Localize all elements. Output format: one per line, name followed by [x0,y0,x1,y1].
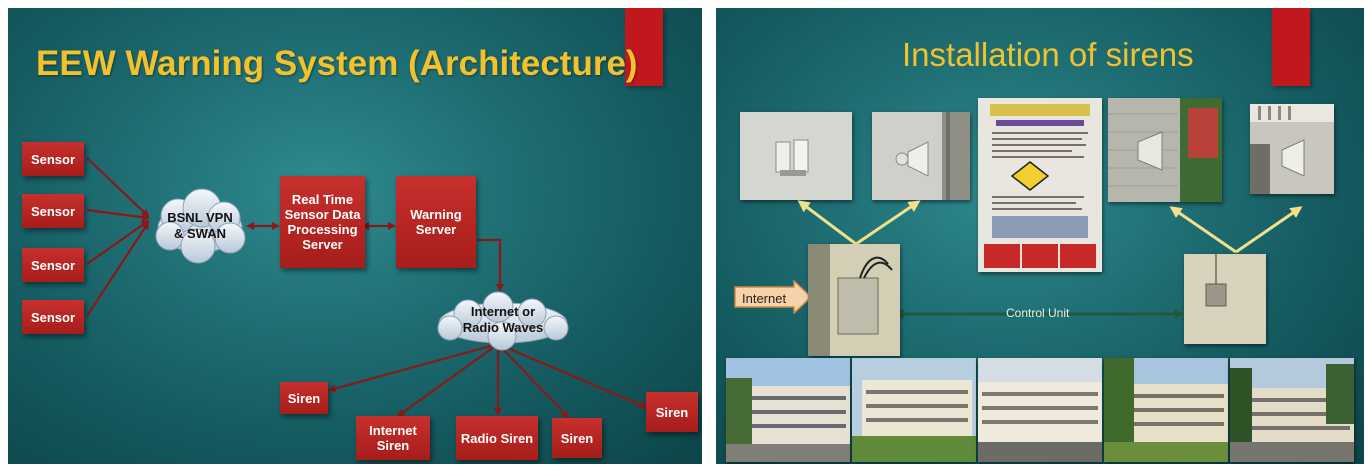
sensor-link-2 [86,208,150,222]
siren-photo-image [872,112,970,200]
sensor-box: Sensor [22,248,84,282]
siren-box: Siren [552,418,602,458]
internet-arrow-shape [734,279,813,315]
siren-photo [1108,98,1222,202]
building-photo-image [978,358,1102,462]
internet-cloud-label: Internet or Radio Waves [462,304,544,335]
siren-box: Siren [280,382,328,414]
architecture-slide: EEW Warning System (Architecture) [8,8,702,464]
internet-arrow: Internet [734,279,813,315]
link-siren-left [328,342,499,393]
building-photo [852,358,976,462]
siren-photo [740,112,852,200]
building-photo [978,358,1102,462]
warning-server-box: Warning Server [396,176,476,268]
cloud-shape [155,188,246,264]
connector-lines [86,157,647,419]
processing-server-box: Real Time Sensor Data Processing Server [280,176,365,268]
building-photo-image [1230,358,1354,462]
building-photo [1104,358,1228,462]
building-photo [1230,358,1354,462]
slide-title: EEW Warning System (Architecture) [36,44,638,83]
control-unit-photo [1184,254,1266,344]
warning-internet-link [477,238,504,292]
slide-accent-bar [1272,8,1310,86]
safety-poster-image [978,98,1102,272]
siren-photo-image [1108,98,1222,202]
siren-box: Siren [646,392,698,432]
building-photo [726,358,850,462]
control-to-siren-arrow [797,200,857,246]
control-unit-photo-image [1184,254,1266,344]
sensor-link-1 [86,157,150,218]
radio-siren-box: Radio Siren [456,416,538,460]
siren-photo [872,112,970,200]
slide-title: Installation of sirens [902,36,1194,73]
siren-photo [1250,104,1334,194]
link-siren-mid [497,343,570,419]
building-photo-image [726,358,850,462]
installation-arrows [797,200,1303,319]
sensor-link-4 [86,221,150,317]
control-to-siren-arrow [1235,206,1303,254]
internet-label: Internet [742,291,787,306]
sensor-box: Sensor [22,300,84,334]
control-unit-photo-image [808,244,900,356]
building-photo-image [852,358,976,462]
safety-poster [978,98,1102,272]
internet-cloud: Internet or Radio Waves [428,290,578,352]
building-photo-image [1104,358,1228,462]
link-siren-right [497,342,647,409]
slide-accent-bar [625,8,663,86]
siren-photo-image [1250,104,1334,194]
cloud-shape [437,291,569,351]
network-cloud: BSNL VPN & SWAN [148,184,252,268]
sensor-box: Sensor [22,194,84,228]
control-unit-photo [808,244,900,356]
network-cloud-label: BSNL VPN & SWAN [167,210,233,241]
control-to-siren-arrow [855,200,921,246]
link-internet-siren [396,343,499,418]
siren-photo-image [740,112,852,200]
internet-siren-box: Internet Siren [356,416,430,460]
installation-slide: Installation of sirens [716,8,1364,464]
sensor-box: Sensor [22,142,84,176]
control-to-siren-arrow [1169,206,1237,254]
control-unit-label: Control Unit [1006,306,1070,320]
sensor-link-3 [86,219,150,265]
